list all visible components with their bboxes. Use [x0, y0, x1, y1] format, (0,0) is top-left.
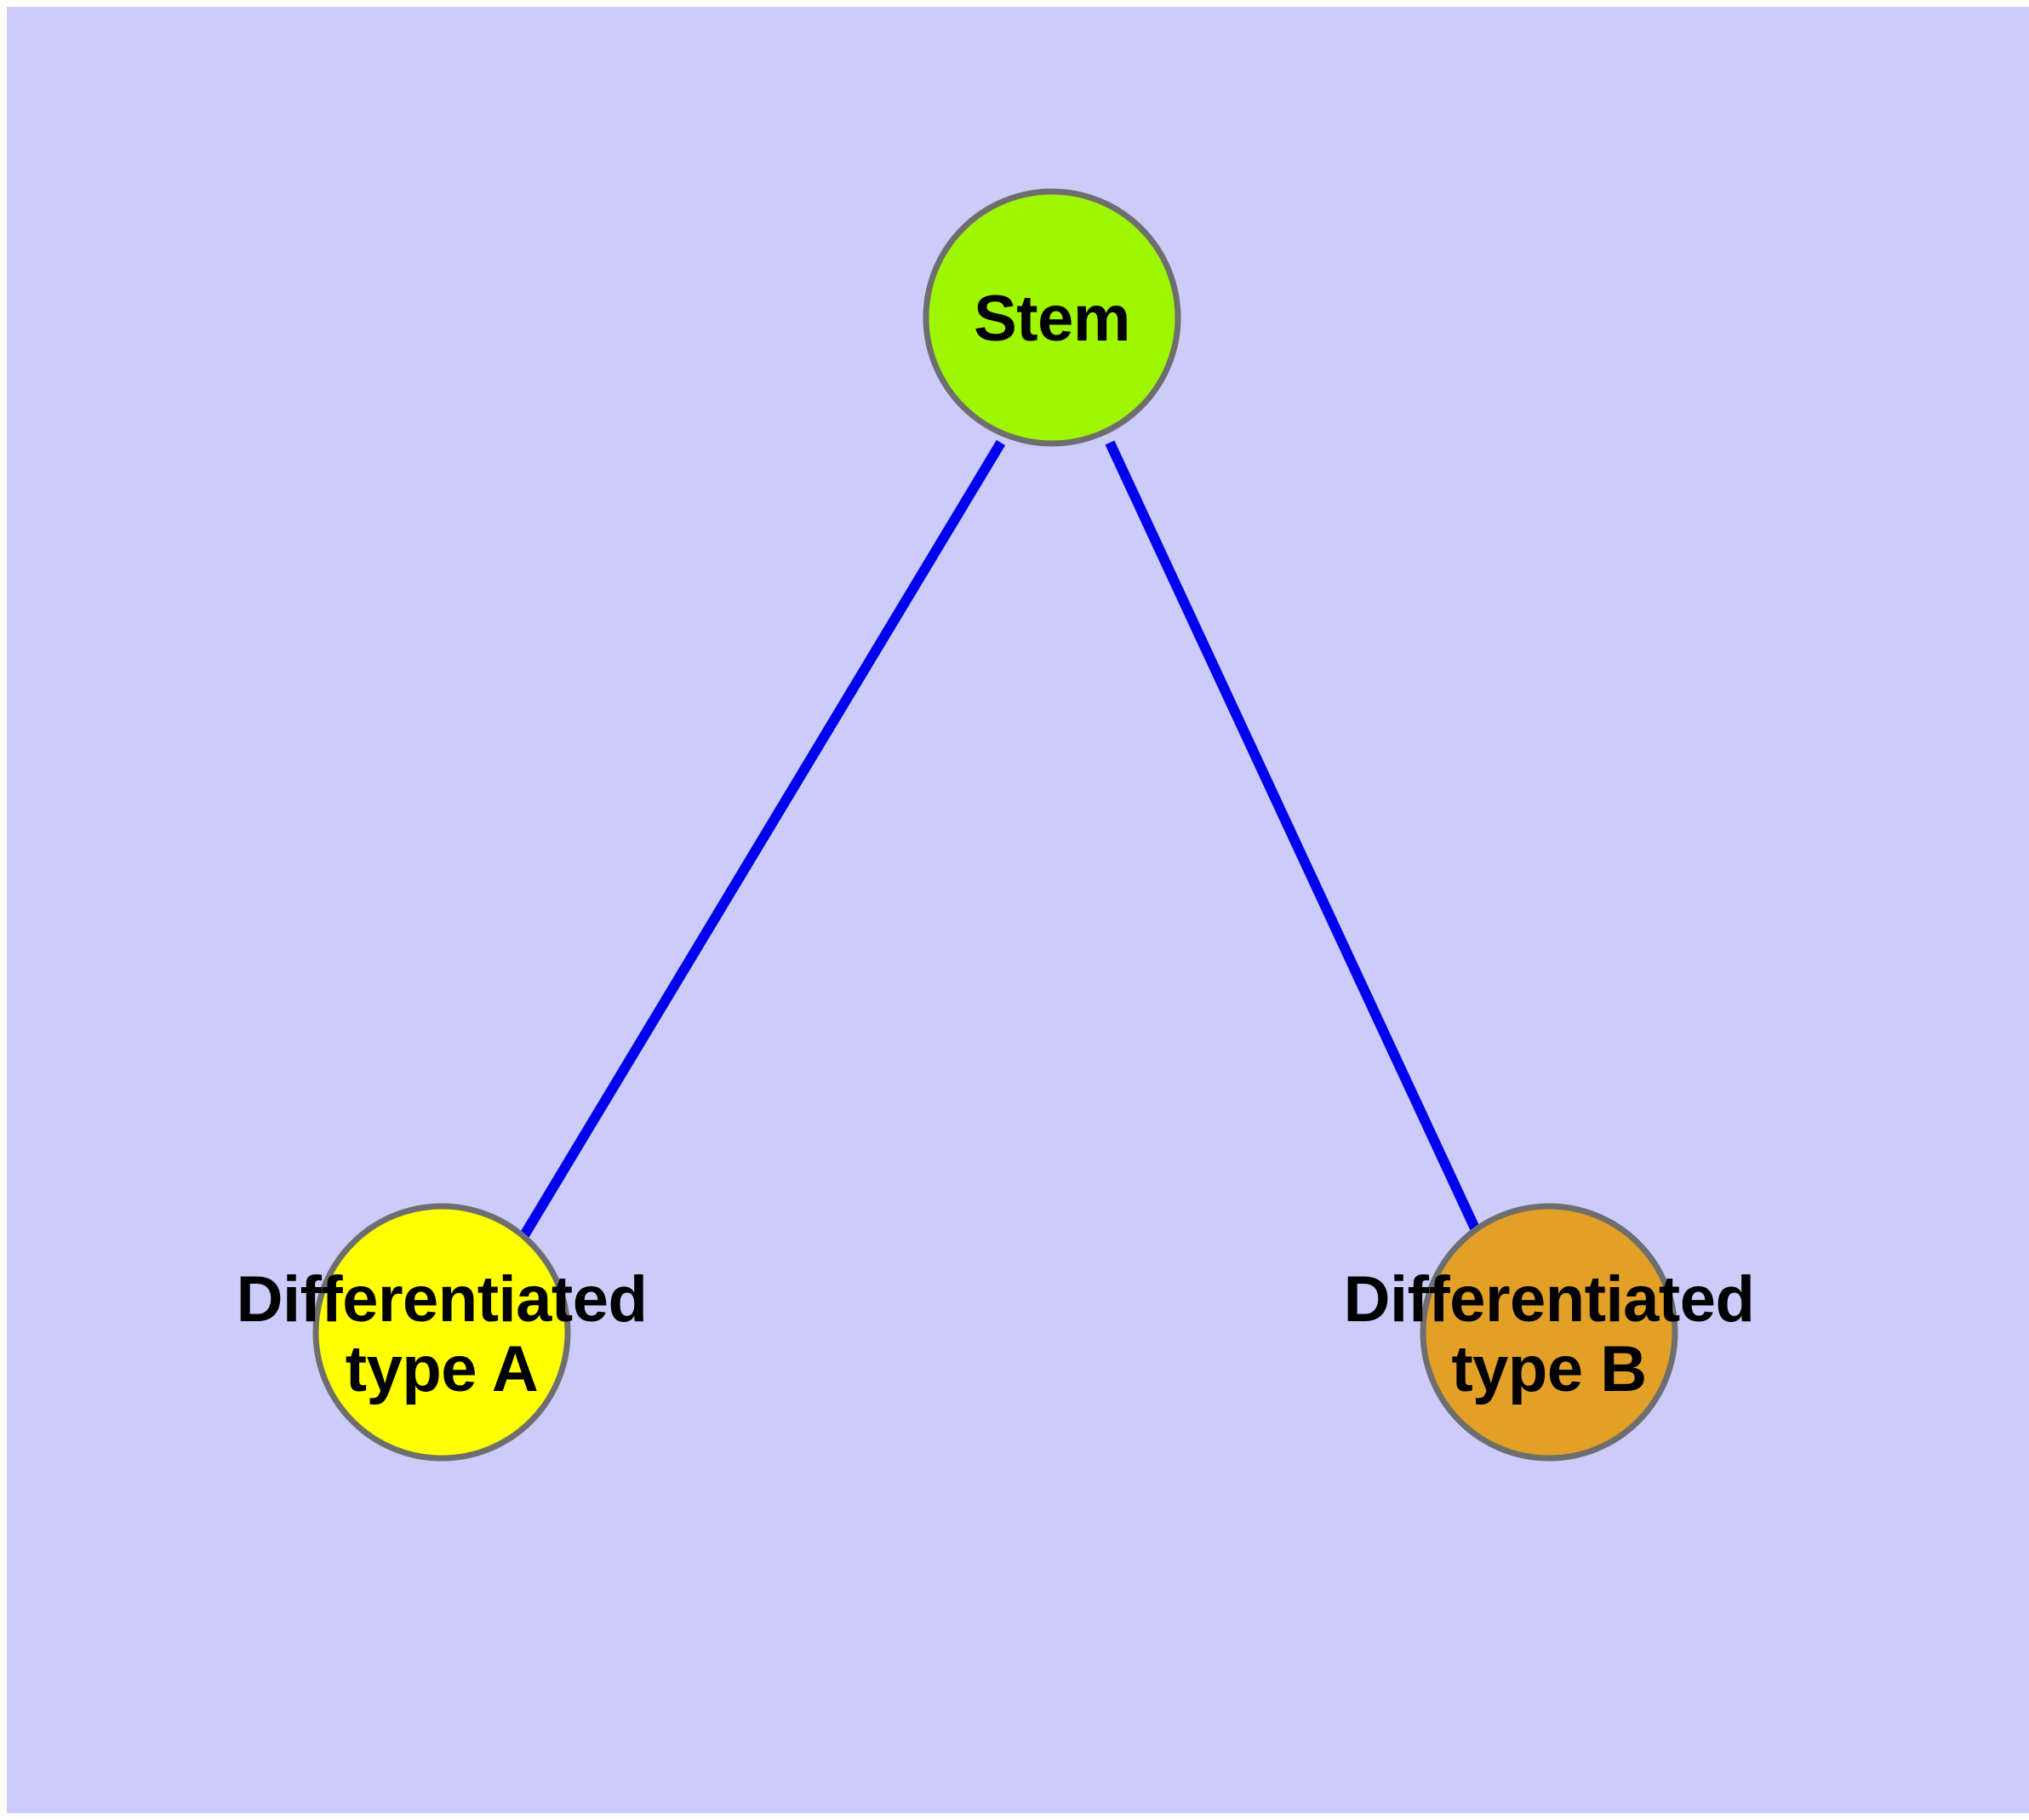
node-diff-a[interactable]: [312, 1203, 571, 1462]
edge-layer: [501, 439, 1497, 1268]
graph-canvas: Stem Differentiated type A Differentiate…: [7, 7, 2029, 1813]
node-stem[interactable]: [923, 188, 1181, 447]
edge-stem-to-diff-b[interactable]: [1105, 440, 1497, 1268]
graph-svg: [312, 188, 1678, 1462]
node-diff-b[interactable]: [1420, 1203, 1678, 1462]
edge-stem-to-diff-a[interactable]: [501, 439, 1006, 1268]
node-layer: [312, 188, 1678, 1462]
